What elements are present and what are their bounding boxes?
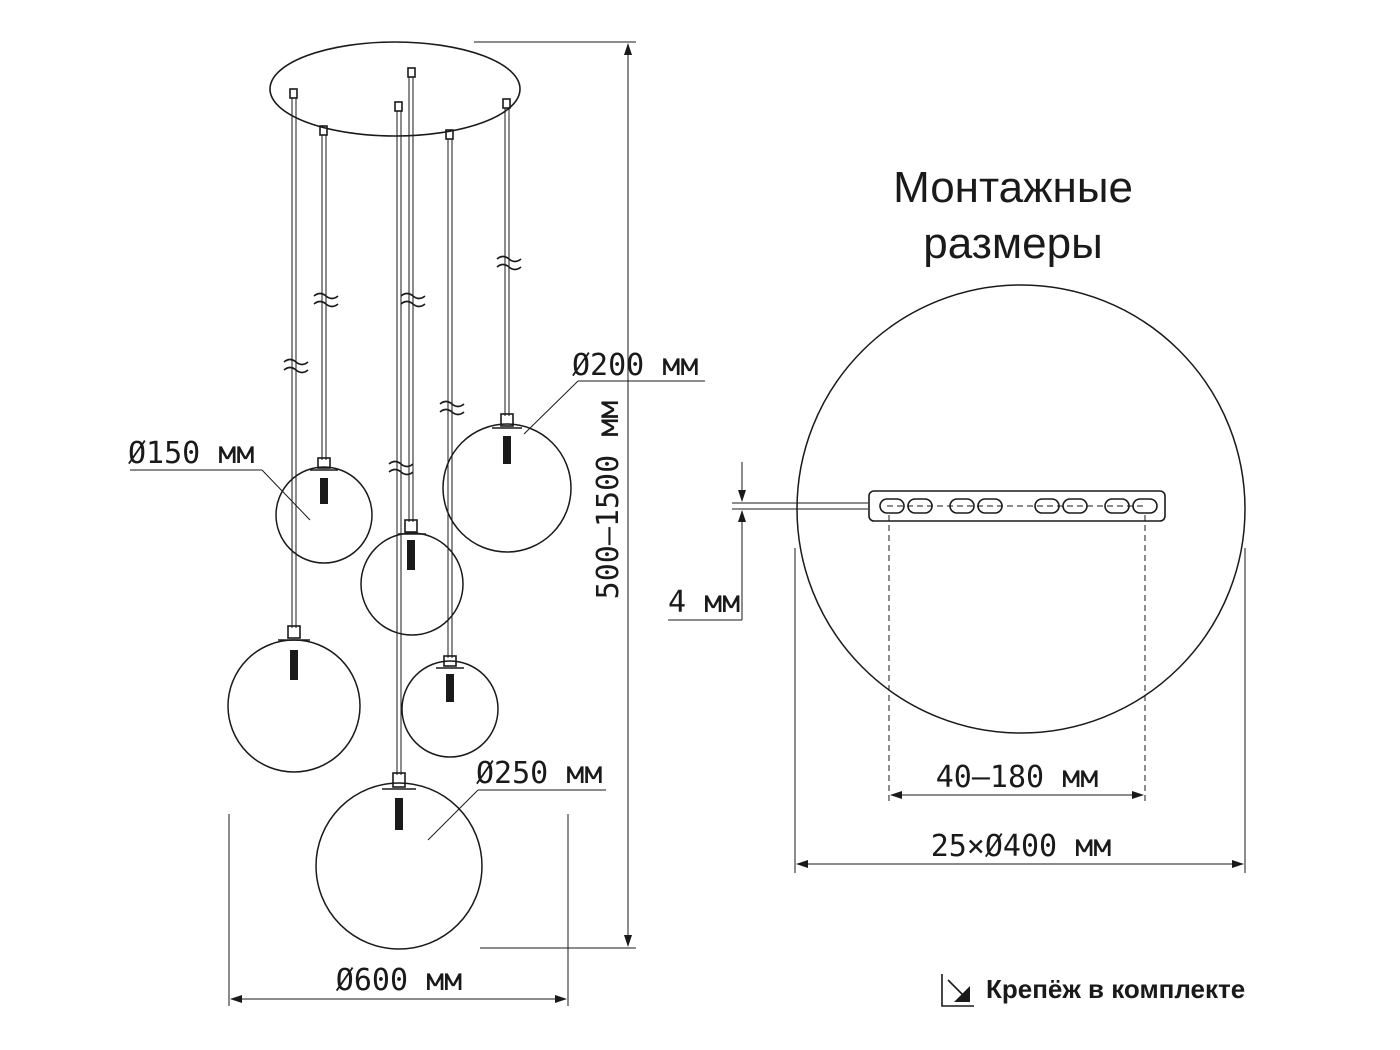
mounting-title-line1: Монтажные: [893, 163, 1133, 212]
mounting-view: Монтажные размеры: [668, 163, 1246, 873]
cable-break-marks: [283, 255, 522, 476]
label-thickness: 4 мм: [668, 585, 740, 620]
canopy-knobs: [289, 67, 511, 140]
dimension-overall-diameter: Ø600 мм: [228, 814, 569, 1006]
footer-note: Крепёж в комплекте: [941, 974, 1245, 1007]
mounting-bracket: [868, 490, 1166, 522]
globe-medium-right: [442, 413, 572, 553]
footer-note-text: Крепёж в комплекте: [986, 974, 1245, 1004]
dimension-hole-spacing: 40–180 мм: [888, 515, 1146, 802]
leader-diameter-150: Ø150 мм: [128, 436, 311, 521]
suspension-cables: [291, 77, 510, 775]
label-hole-spacing: 40–180 мм: [936, 760, 1099, 795]
dimension-height: 500–1500 мм: [474, 41, 636, 949]
globe-small-upper: [275, 457, 373, 564]
globe-large-left: [227, 625, 361, 773]
mounting-slots: [879, 498, 1158, 514]
leader-diameter-200: Ø200 мм: [523, 348, 705, 435]
label-diameter-600: Ø600 мм: [336, 963, 462, 998]
label-canopy-size: 25×Ø400 мм: [931, 829, 1112, 864]
mounting-title-line2: размеры: [923, 219, 1102, 268]
arrow-into-box-icon: [941, 974, 974, 1007]
label-diameter-250: Ø250 мм: [476, 756, 602, 791]
dimension-thickness: 4 мм: [668, 462, 868, 621]
label-height-range: 500–1500 мм: [591, 401, 626, 600]
dimension-canopy-diameter: 25×Ø400 мм: [794, 548, 1246, 873]
leader-diameter-250: Ø250 мм: [427, 756, 606, 841]
globe-large-bottom: [315, 772, 483, 950]
ceiling-canopy: [269, 41, 521, 137]
label-diameter-150: Ø150 мм: [128, 436, 254, 471]
globe-medium-center: [360, 519, 464, 636]
pendant-lamp-view: Ø150 мм Ø200 мм Ø250 мм Ø600 мм 500–1500…: [128, 41, 705, 1006]
globe-small-lower: [401, 655, 499, 758]
label-diameter-200: Ø200 мм: [572, 348, 698, 383]
